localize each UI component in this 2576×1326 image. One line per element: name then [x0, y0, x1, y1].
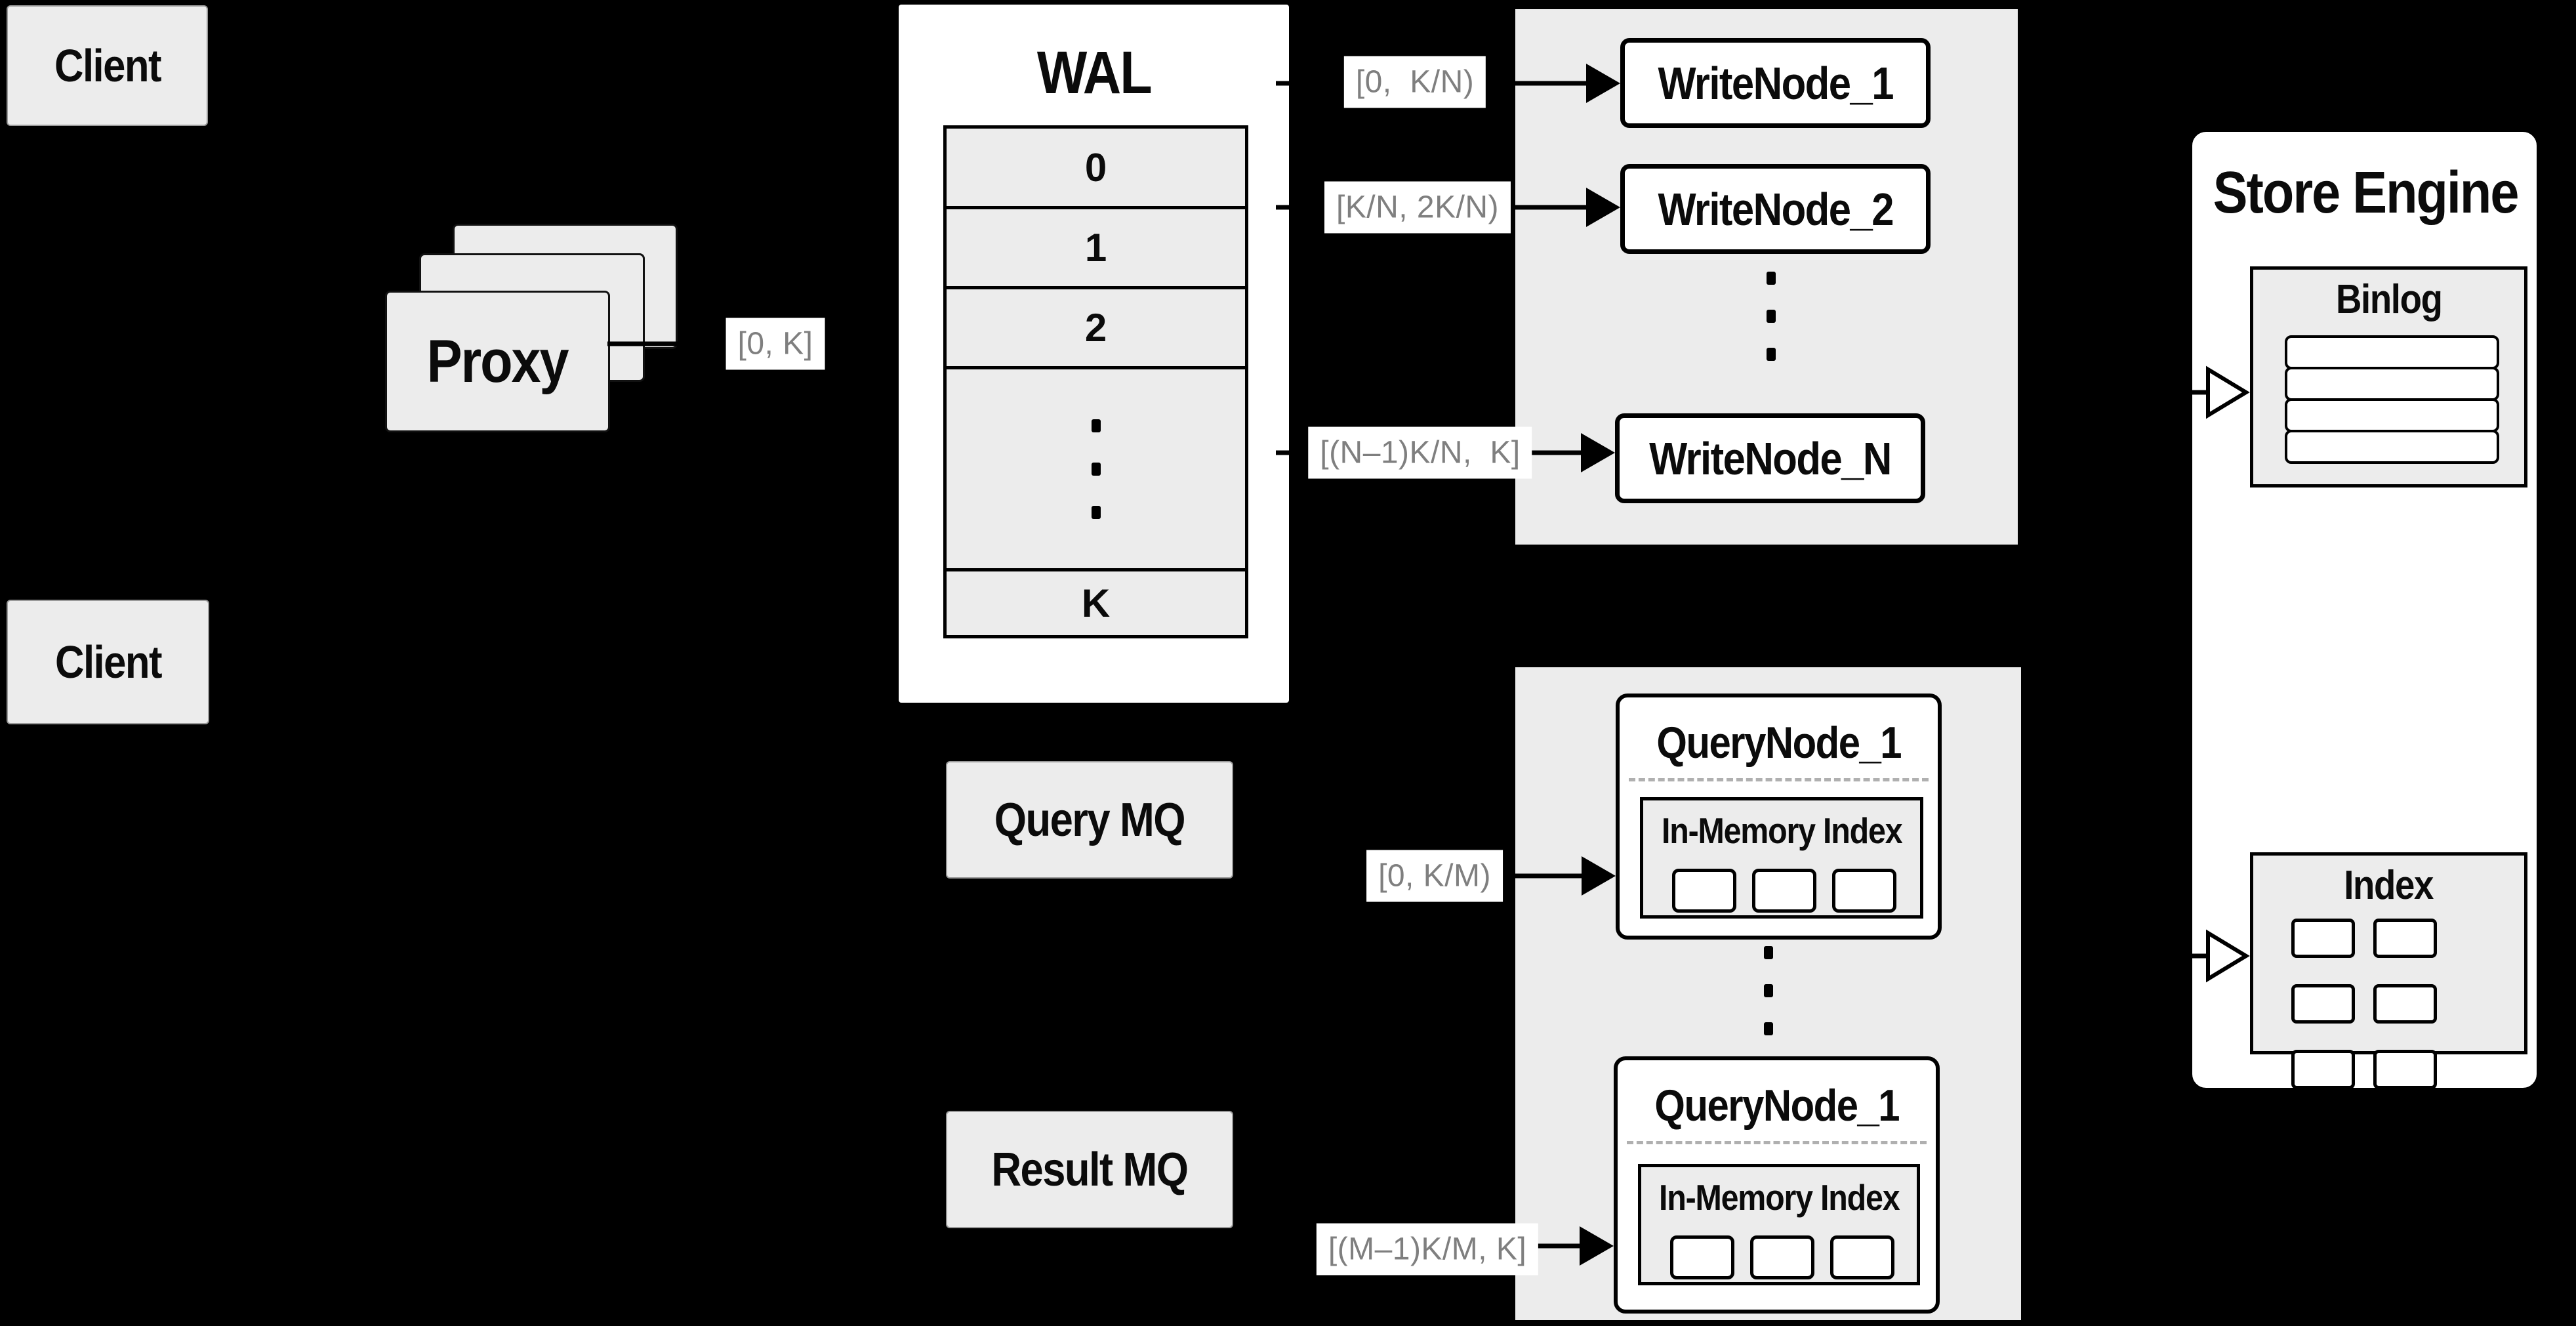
index-segment-squares — [1672, 869, 1896, 913]
proxy-label: Proxy — [427, 327, 569, 395]
arrowhead-solid — [865, 326, 896, 362]
query-node-2-box: QueryNode_1 In-Memory Index — [1614, 1056, 1940, 1314]
dashed-divider — [1627, 1141, 1927, 1144]
result-mq-label: Result MQ — [991, 1143, 1189, 1196]
client-top-label: Client — [54, 40, 161, 91]
query-node-group: QueryNode_1 In-Memory Index QueryNode_1 … — [1515, 667, 2021, 1320]
range-label-write-1: [0, K/N) — [1343, 56, 1486, 108]
binlog-box: Binlog — [2250, 266, 2527, 487]
range-label-query-m: [(M–1)K/M, K] — [1316, 1223, 1539, 1275]
write-node-2-box: WriteNode_2 — [1620, 164, 1931, 254]
store-engine-box: Store Engine Binlog Index — [2190, 130, 2539, 1090]
wal-segment-row: 2 — [947, 289, 1245, 369]
query-node-2-title: QueryNode_1 — [1654, 1081, 1900, 1130]
in-memory-index-label: In-Memory Index — [1658, 1177, 1900, 1218]
write-node-1-label: WriteNode_1 — [1658, 57, 1894, 109]
range-label-write-n: [(N–1)K/N, K] — [1308, 426, 1532, 479]
index-box: Index — [2250, 852, 2527, 1089]
wal-segment-2: 2 — [1084, 306, 1107, 350]
wal-segment-table: 0 1 2 K — [943, 125, 1248, 638]
proxy-box: Proxy — [385, 291, 610, 432]
write-node-n-box: WriteNode_N — [1615, 413, 1925, 503]
wal-segment-row: 0 — [947, 129, 1245, 209]
vertical-ellipsis — [1091, 419, 1101, 519]
write-node-n-label: WriteNode_N — [1649, 432, 1892, 484]
wal-segment-row: 1 — [947, 209, 1245, 289]
index-segment-squares — [1670, 1235, 1894, 1279]
range-label-query-1: [0, K/M) — [1366, 850, 1503, 902]
binlog-title: Binlog — [2335, 277, 2443, 322]
wal-segment-row: K — [947, 571, 1245, 635]
result-mq-box: Result MQ — [946, 1111, 1233, 1228]
write-node-1-box: WriteNode_1 — [1620, 38, 1931, 128]
wal-segment-0: 0 — [1084, 145, 1107, 190]
range-label-write-2: [K/N, 2K/N) — [1324, 181, 1511, 234]
wal-box: WAL 0 1 2 K — [899, 5, 1289, 703]
wal-segment-ellipsis-row — [947, 369, 1245, 571]
wal-segment-1: 1 — [1084, 226, 1107, 270]
query-node-1-box: QueryNode_1 In-Memory Index — [1616, 694, 1942, 940]
in-memory-index-box: In-Memory Index — [1640, 797, 1923, 919]
store-engine-title: Store Engine — [2213, 160, 2520, 226]
index-segment-squares — [2291, 919, 2498, 1089]
query-node-1-title: QueryNode_1 — [1656, 718, 1902, 768]
range-label-proxy-wal: [0, K] — [726, 318, 825, 370]
client-top-box: Client — [7, 5, 208, 126]
query-mq-box: Query MQ — [946, 761, 1233, 879]
write-node-2-label: WriteNode_2 — [1658, 183, 1894, 235]
binlog-rows — [2285, 335, 2499, 464]
in-memory-index-box: In-Memory Index — [1638, 1164, 1920, 1285]
dashed-divider — [1629, 778, 1929, 781]
wal-title: WAL — [1036, 39, 1153, 106]
vertical-ellipsis — [1767, 272, 1776, 361]
wal-segment-k: K — [1081, 581, 1111, 625]
client-bottom-box: Client — [7, 600, 209, 724]
query-mq-label: Query MQ — [994, 793, 1186, 846]
client-bottom-label: Client — [54, 636, 162, 688]
write-node-group: WriteNode_1 WriteNode_2 WriteNode_N — [1515, 9, 2018, 545]
in-memory-index-label: In-Memory Index — [1661, 810, 1903, 851]
vertical-ellipsis — [1764, 946, 1773, 1035]
index-title: Index — [2344, 863, 2434, 908]
